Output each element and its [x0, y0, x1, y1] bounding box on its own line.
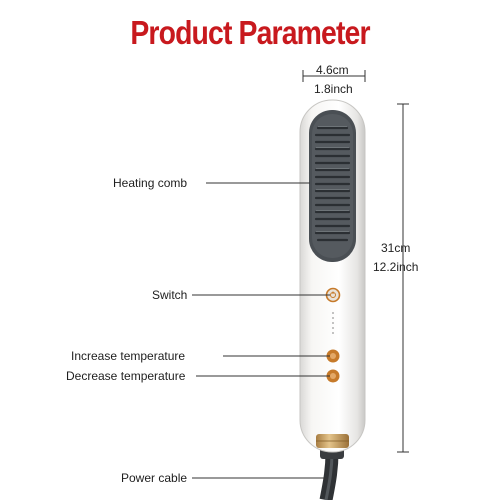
callout-increase-temperature: Increase temperature [71, 349, 186, 363]
width-arrow [302, 70, 366, 82]
callout-power-cable: Power cable [121, 471, 188, 485]
page-title: Product Parameter [130, 14, 370, 51]
comb-bristles [314, 126, 351, 242]
callout-switch: Switch [152, 288, 188, 302]
callout-heating-comb: Heating comb [113, 176, 188, 190]
temperature-indicator-dots [332, 312, 334, 334]
decrease-temperature-button[interactable] [326, 369, 340, 383]
increase-temperature-button[interactable] [326, 349, 340, 363]
callout-decrease-temperature: Decrease temperature [66, 369, 186, 383]
height-arrow [397, 103, 409, 453]
width-metric: 4.6cm [316, 63, 349, 77]
width-imperial: 1.8inch [314, 82, 353, 96]
height-imperial: 12.2inch [373, 260, 419, 274]
callout-leader-lines [192, 182, 330, 479]
